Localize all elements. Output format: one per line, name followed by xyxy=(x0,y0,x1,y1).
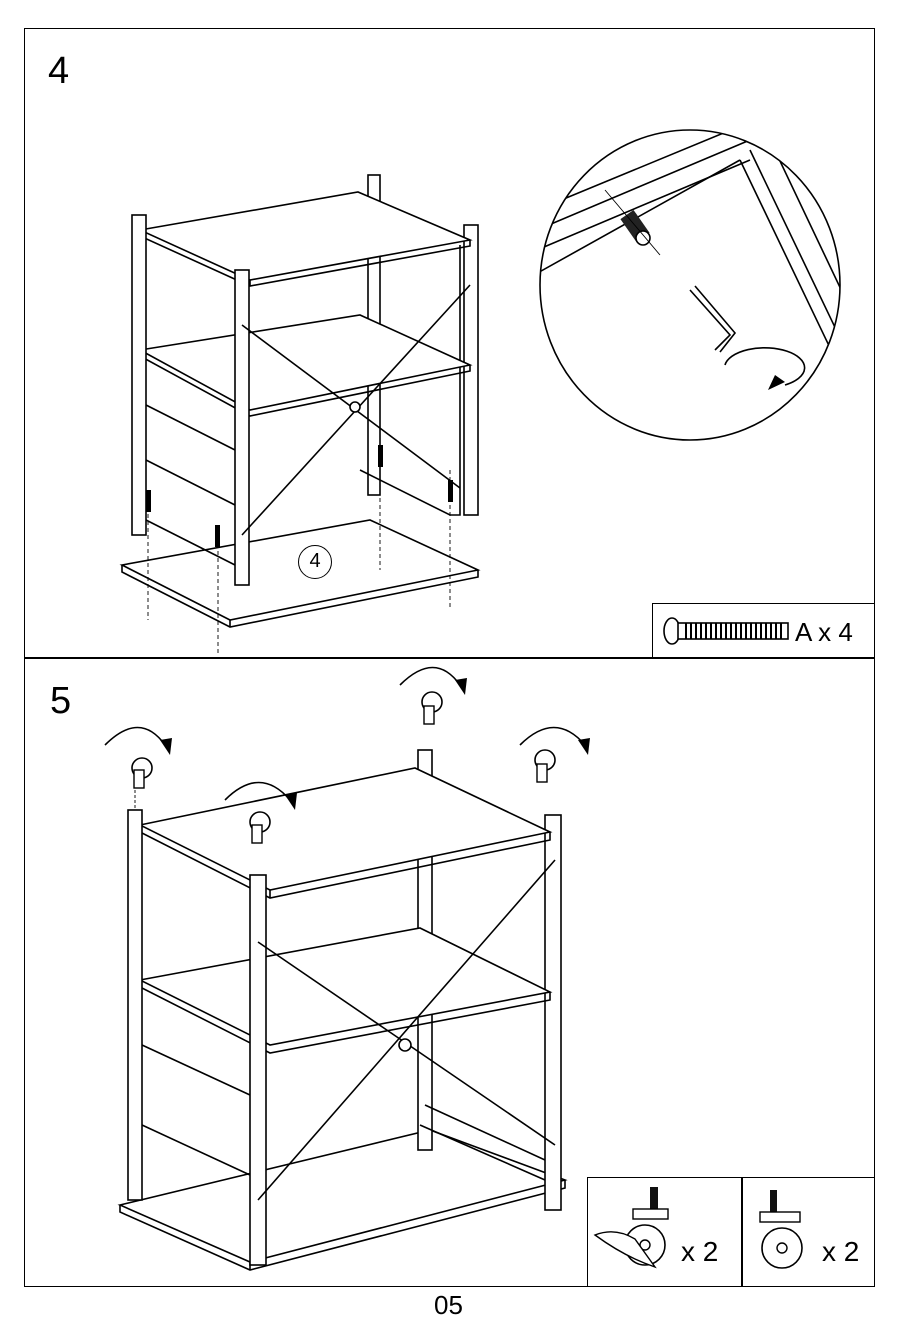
part-4-marker: 4 xyxy=(298,545,332,579)
bolt-icon xyxy=(662,614,792,648)
caster-icon xyxy=(758,1190,818,1280)
step-5-number: 5 xyxy=(50,682,71,720)
step-4-hardware-label: A x 4 xyxy=(795,619,853,645)
page-number: 05 xyxy=(434,1292,463,1318)
step-5-shelf-with-casters-illustration xyxy=(100,660,590,1285)
allen-key-detail-illustration xyxy=(535,120,845,440)
brake-caster-icon xyxy=(595,1187,675,1277)
step-4-shelf-assembly-illustration xyxy=(110,170,490,660)
caster-qty: x 2 xyxy=(822,1238,859,1266)
part-4-label: 4 xyxy=(309,550,320,572)
step-4-number: 4 xyxy=(48,52,69,90)
brake-caster-qty: x 2 xyxy=(681,1238,718,1266)
